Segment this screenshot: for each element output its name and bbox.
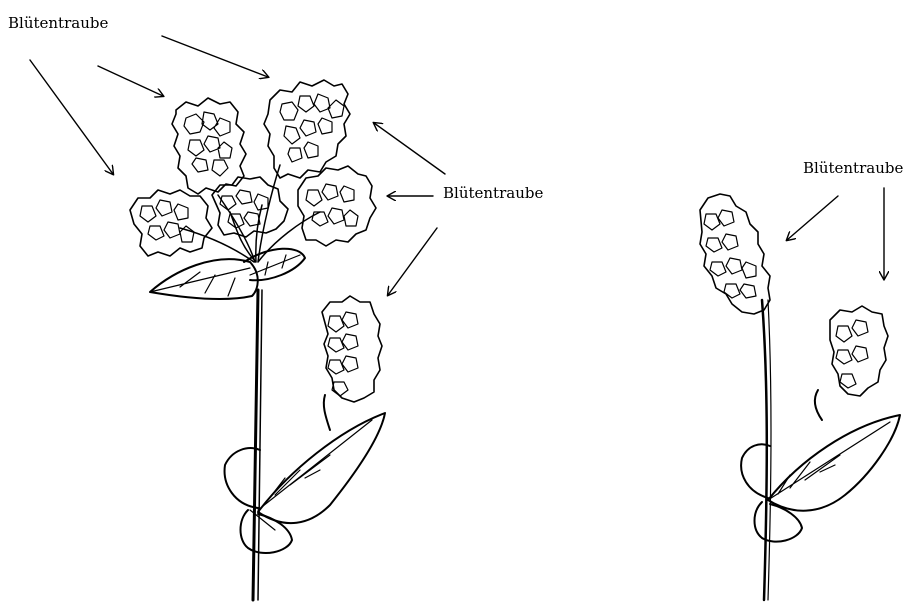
arrow-top-3 [162, 36, 268, 77]
label-blutentraube-middle: Blütentraube [443, 186, 543, 201]
right-leaf [768, 415, 900, 511]
left-mid-raceme-left [130, 190, 212, 256]
pointer-arrows [30, 36, 884, 295]
arrow-top-2 [98, 66, 163, 96]
left-plant [130, 80, 385, 600]
left-lower-leaf [258, 413, 385, 523]
arrow-mid-3 [388, 228, 437, 295]
right-raceme-tall [700, 194, 770, 314]
left-lower-raceme [322, 296, 382, 402]
right-raceme-short [830, 306, 888, 396]
arrow-mid-1 [374, 123, 445, 174]
arrow-top-1 [30, 60, 113, 174]
left-top-raceme-2 [264, 80, 350, 178]
right-main-stem [762, 300, 767, 600]
left-top-raceme-1 [172, 98, 246, 194]
left-main-stem [253, 290, 258, 600]
left-mid-raceme-right [298, 166, 376, 246]
right-plant [700, 194, 900, 600]
arrow-right-1 [787, 196, 838, 240]
label-blutentraube-top: Blütentraube [8, 16, 108, 31]
label-blutentraube-right: Blütentraube [803, 161, 903, 176]
